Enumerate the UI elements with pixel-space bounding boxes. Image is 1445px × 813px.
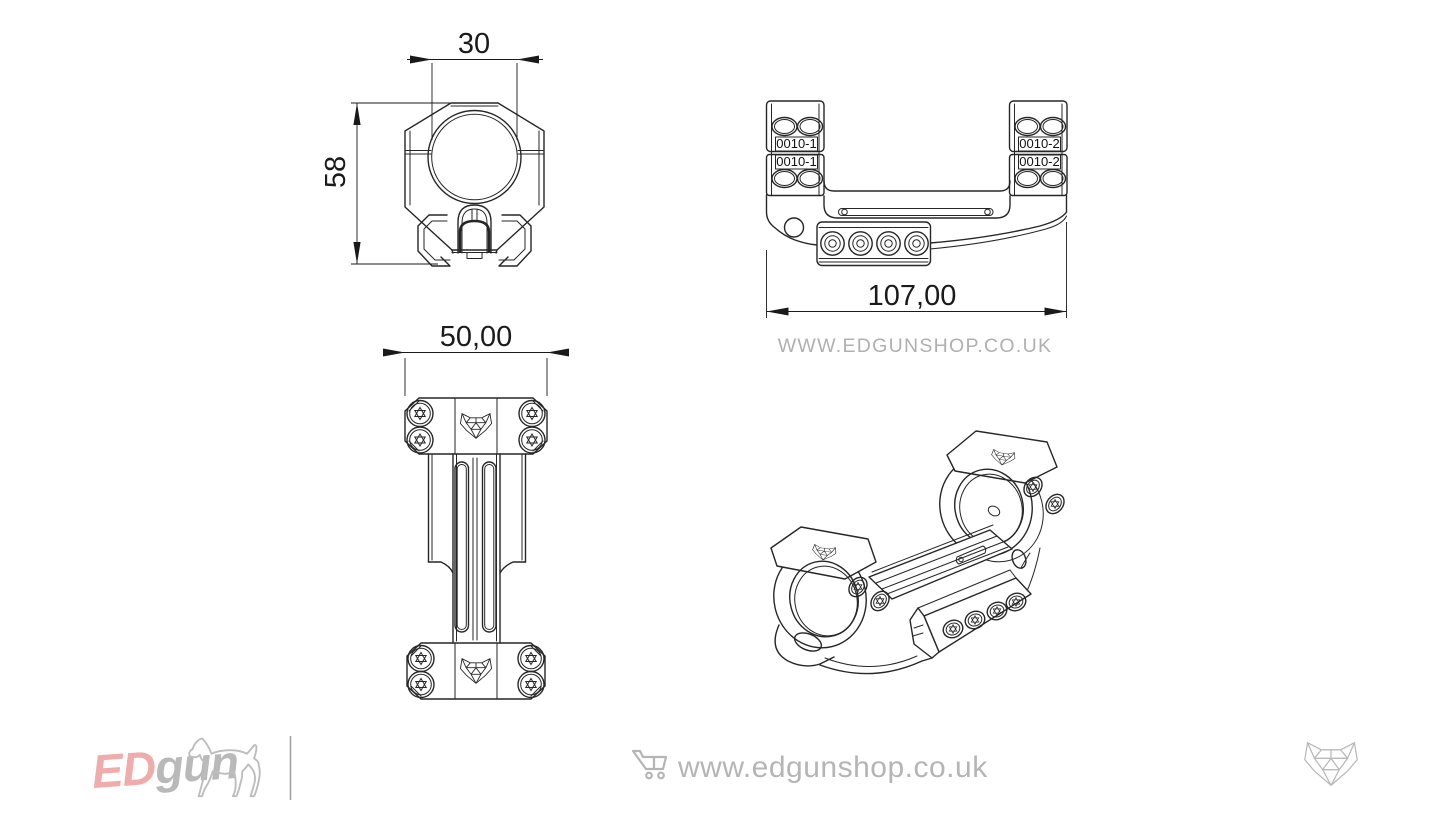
part-label-right-top: 0010-2 bbox=[1019, 136, 1059, 151]
part-label-right-bottom: 0010-2 bbox=[1019, 154, 1059, 169]
dog-silhouette-icon bbox=[188, 737, 261, 798]
footer: EDgun www.edgunshop.co.uk bbox=[90, 735, 1358, 800]
top-width-dimension: 50,00 bbox=[440, 321, 513, 353]
side-width-dimension: 107,00 bbox=[868, 280, 957, 312]
part-label-left-bottom: 0010-1 bbox=[776, 154, 816, 169]
front-height-dimension: 58 bbox=[320, 156, 352, 188]
front-width-dimension: 30 bbox=[458, 28, 490, 60]
wolf-logo-top-cap bbox=[459, 413, 493, 439]
wolf-logo-bottom-cap bbox=[459, 658, 493, 684]
side-view-drawing: 0010-1 0010-1 0010-2 0010-2 bbox=[765, 100, 1068, 318]
wolf-head-logo-icon bbox=[1304, 741, 1358, 787]
watermark-url: WWW.EDGUNSHOP.CO.UK bbox=[778, 335, 1053, 357]
top-view-drawing: 50,00 bbox=[383, 321, 569, 700]
shopping-cart-icon bbox=[631, 749, 668, 780]
front-view-drawing: 30 58 bbox=[320, 28, 545, 267]
isometric-view-drawing bbox=[770, 430, 1065, 675]
part-label-left-top: 0010-1 bbox=[776, 136, 816, 151]
footer-url: www.edgunshop.co.uk bbox=[677, 751, 988, 784]
brand-logo-text: EDgun bbox=[90, 735, 240, 798]
